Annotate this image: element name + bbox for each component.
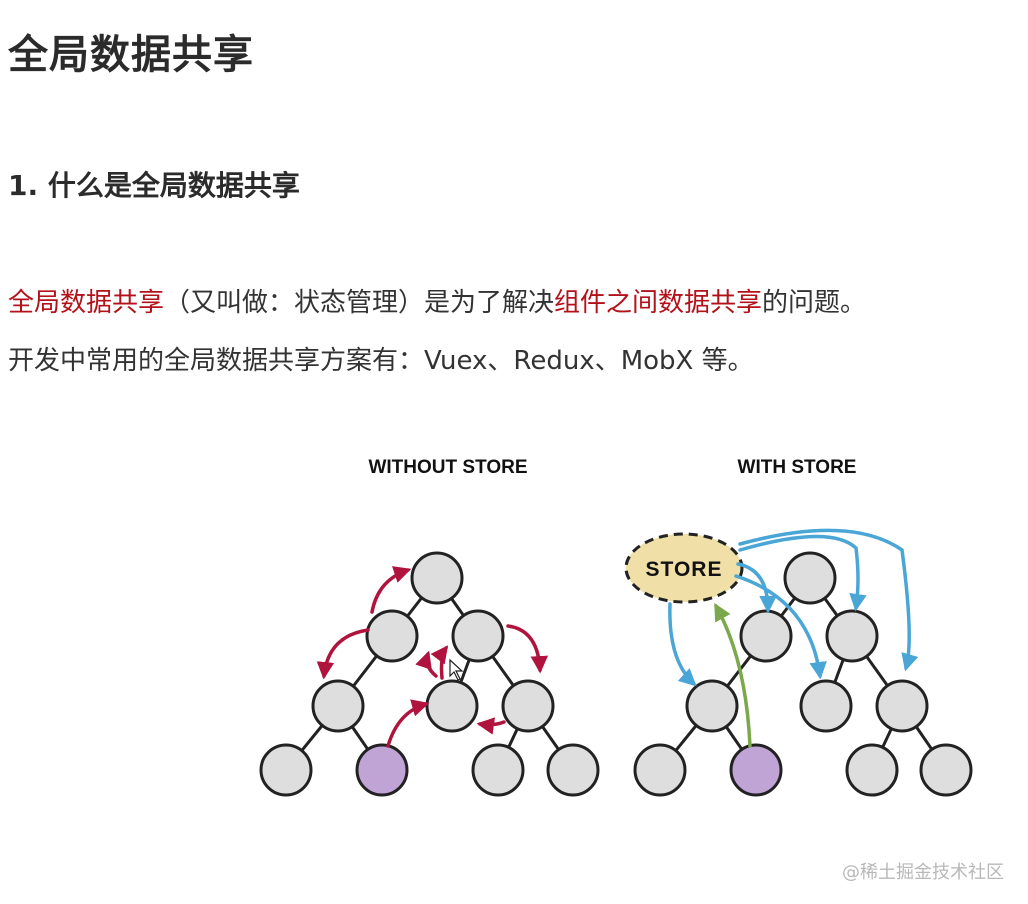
right-node-leaf3 — [845, 743, 899, 797]
right-node-l1 — [739, 609, 793, 663]
right-tree-edges — [658, 577, 948, 771]
right-node-leaf1 — [633, 743, 687, 797]
section-heading: 1. 什么是全局数据共享 — [8, 169, 300, 202]
left-red-arrows — [316, 566, 549, 748]
store-node — [624, 532, 744, 604]
right-node-leaf4 — [919, 743, 973, 797]
right-node-m2 — [799, 679, 853, 733]
right-node-root — [783, 551, 837, 605]
definition-paragraph: 全局数据共享（又叫做：状态管理）是为了解决组件之间数据共享的问题。 — [8, 282, 866, 319]
definition-text-2: 的问题。 — [762, 288, 867, 318]
left-node-leaf3 — [471, 743, 525, 797]
store-blue-arrows — [668, 528, 919, 687]
left-node-r2 — [501, 679, 555, 733]
left-node-root — [410, 551, 464, 605]
left-tree-edges — [284, 577, 575, 771]
highlight-component-data-sharing: 组件之间数据共享 — [554, 288, 763, 318]
solutions-paragraph: 开发中常用的全局数据共享方案有：Vuex、Redux、MobX 等。 — [8, 346, 754, 376]
left-node-leaf-purple — [355, 743, 409, 797]
right-tree-nodes — [633, 551, 973, 797]
left-node-leaf1 — [259, 743, 313, 797]
watermark: @稀土掘金技术社区 — [842, 862, 1004, 883]
page-title: 全局数据共享 — [8, 32, 254, 78]
highlight-global-data-sharing: 全局数据共享 — [8, 288, 165, 318]
with-store-label: WITH STORE — [738, 457, 857, 478]
right-node-l2 — [685, 679, 739, 733]
store-node-label: STORE — [646, 558, 723, 581]
right-node-r1 — [825, 609, 879, 663]
left-tree-nodes — [259, 551, 600, 797]
left-node-l2 — [311, 679, 365, 733]
right-node-r2 — [875, 679, 929, 733]
purple-to-store-arrow — [714, 602, 752, 748]
definition-text-1: （又叫做：状态管理）是为了解决 — [164, 288, 555, 318]
left-node-leaf4 — [546, 743, 600, 797]
left-node-m2 — [425, 679, 479, 733]
right-node-leaf-purple — [729, 743, 783, 797]
left-node-l1 — [365, 609, 419, 663]
store-comparison-diagram: WITHOUT STORE WITH STORE — [259, 457, 973, 797]
cursor-icon — [449, 658, 464, 681]
without-store-label: WITHOUT STORE — [368, 457, 527, 478]
left-node-r1 — [451, 609, 505, 663]
